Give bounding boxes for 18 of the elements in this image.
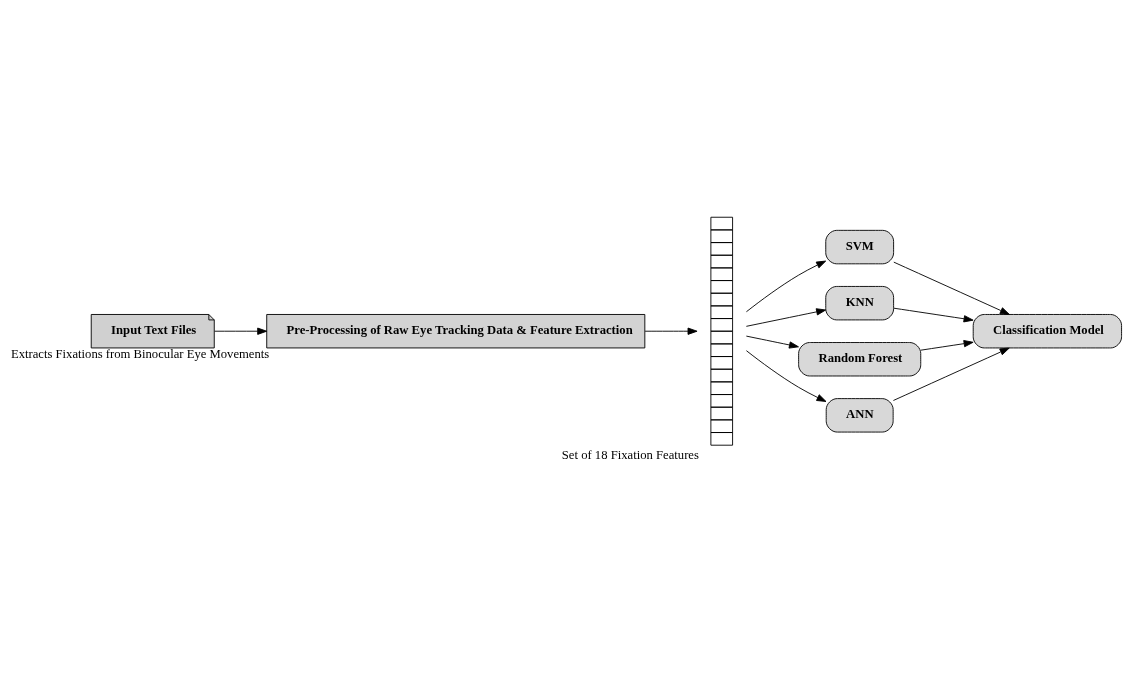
node-box: KNN [825, 285, 895, 320]
node-box: SVM [825, 229, 895, 264]
node-box: Pre-Processing of Raw Eye Tracking Data & Feature Extraction [266, 313, 646, 348]
node-label: Extracts Fixations from Binocular Eye Movements [10, 346, 270, 361]
node-box: Classification Model [972, 313, 1122, 348]
arrow [644, 327, 698, 335]
node-label: Set of 18 Fixation Features [561, 447, 699, 462]
node-box: ANN [825, 397, 894, 433]
arrow [745, 335, 799, 349]
arrow [892, 347, 1010, 401]
arrow [745, 349, 827, 402]
arrow [893, 261, 1010, 315]
node-box: Random Forest [798, 341, 922, 376]
arrow [214, 327, 268, 335]
arrow [745, 260, 827, 312]
arrow [920, 339, 974, 351]
arrow [893, 307, 974, 322]
arrow [745, 307, 827, 327]
